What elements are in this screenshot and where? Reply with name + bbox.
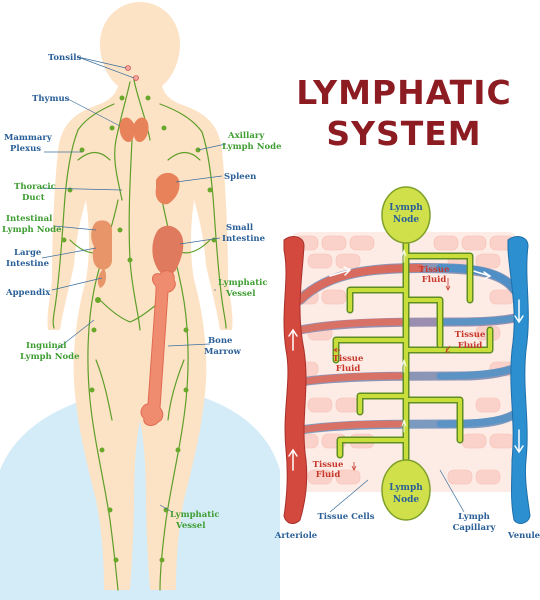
label-lymphatic-vessel-2a: Lymphatic xyxy=(170,510,220,520)
large-intestine-organ xyxy=(91,220,112,270)
tissue-fluid-1-b: Fluid xyxy=(422,275,447,285)
lymph-capillaries xyxy=(332,236,494,474)
lymph-node-bottom-label-1: Lymph xyxy=(389,483,423,493)
label-axillary-1: Axillary xyxy=(227,131,265,141)
label-venule: Venule xyxy=(507,531,540,541)
label-appendix: Appendix xyxy=(5,288,51,298)
label-inguinal-2: Lymph Node xyxy=(20,352,80,362)
label-bone-marrow-2: Marrow xyxy=(204,347,242,357)
label-thymus: Thymus xyxy=(32,94,70,104)
thymus-organ xyxy=(119,117,149,142)
label-lymphatic-vessel-1a: Lymphatic xyxy=(218,278,268,288)
small-intestine-organ xyxy=(152,225,184,275)
label-small-intestine-2: Intestine xyxy=(222,234,266,244)
label-large-intestine-1: Large xyxy=(14,248,42,258)
label-arteriole: Arteriole xyxy=(274,531,318,541)
spleen-organ xyxy=(155,172,180,205)
tissue-fluid-4-b: Fluid xyxy=(316,470,341,480)
title-line-2: SYSTEM xyxy=(326,114,481,153)
label-lymphatic-vessel-1b: Vessel xyxy=(225,289,256,299)
bone-marrow-organ xyxy=(140,270,176,426)
capillary-labels: Tissue Fluid Tissue Fluid Tissue Fluid T… xyxy=(274,265,540,541)
label-axillary-2: Lymph Node xyxy=(222,142,282,152)
label-small-intestine-1: Small xyxy=(226,223,254,233)
tissue-fluid-4-a: Tissue xyxy=(313,460,344,470)
ground-circle xyxy=(0,391,280,600)
body-silhouette xyxy=(47,2,233,590)
body-leader-lines xyxy=(39,56,227,513)
lymph-node-top: Lymph Node xyxy=(381,186,431,244)
arteriole-vessel xyxy=(283,236,308,524)
venule-vessel xyxy=(507,236,531,524)
label-spleen: Spleen xyxy=(224,172,256,182)
label-inguinal-1: Inguinal xyxy=(26,341,67,351)
lymph-network xyxy=(52,79,227,591)
lymph-node-dots xyxy=(61,95,217,563)
label-lymph-capillary-2: Capillary xyxy=(453,523,497,533)
tissue-fluid-3-b: Fluid xyxy=(336,364,361,374)
tissue-fluid-2-b: Fluid xyxy=(458,341,483,351)
label-mammary-2: Plexus xyxy=(10,144,41,154)
tissue-fluid-arrows xyxy=(333,278,451,471)
lymph-node-top-label-1: Lymph xyxy=(389,203,423,213)
label-tonsils: Tonsils xyxy=(48,53,81,63)
tissue-fluid-3-a: Tissue xyxy=(333,354,364,364)
title-line-1: LYMPHATIC xyxy=(296,73,511,112)
label-thoracic-2: Duct xyxy=(22,193,45,203)
label-thoracic-1: Thoracic xyxy=(14,182,56,192)
lymph-node-bottom: Lymph Node xyxy=(381,459,431,521)
label-intestinal-node-2: Lymph Node xyxy=(2,225,62,235)
body-labels: Tonsils Thymus Mammary Plexus Thoracic D… xyxy=(2,53,282,531)
label-mammary-1: Mammary xyxy=(4,133,53,143)
capillary-diagram: Lymph Node Lymph Node Tissue Fluid Tissu… xyxy=(274,186,540,541)
label-lymphatic-vessel-2b: Vessel xyxy=(175,521,206,531)
lymph-node-top-label-2: Node xyxy=(393,215,420,225)
label-intestinal-node-1: Intestinal xyxy=(6,214,53,224)
flow-arrows xyxy=(288,266,524,471)
label-tissue-cells: Tissue Cells xyxy=(317,512,374,522)
label-large-intestine-2: Intestine xyxy=(6,259,50,269)
body-figure xyxy=(0,2,280,600)
lymph-node-bottom-label-2: Node xyxy=(393,495,420,505)
tissue-fluid-1-a: Tissue xyxy=(419,265,450,275)
label-lymph-capillary-1: Lymph xyxy=(458,512,490,522)
label-bone-marrow-1: Bone xyxy=(208,336,233,346)
tissue-fluid-2-a: Tissue xyxy=(455,330,486,340)
